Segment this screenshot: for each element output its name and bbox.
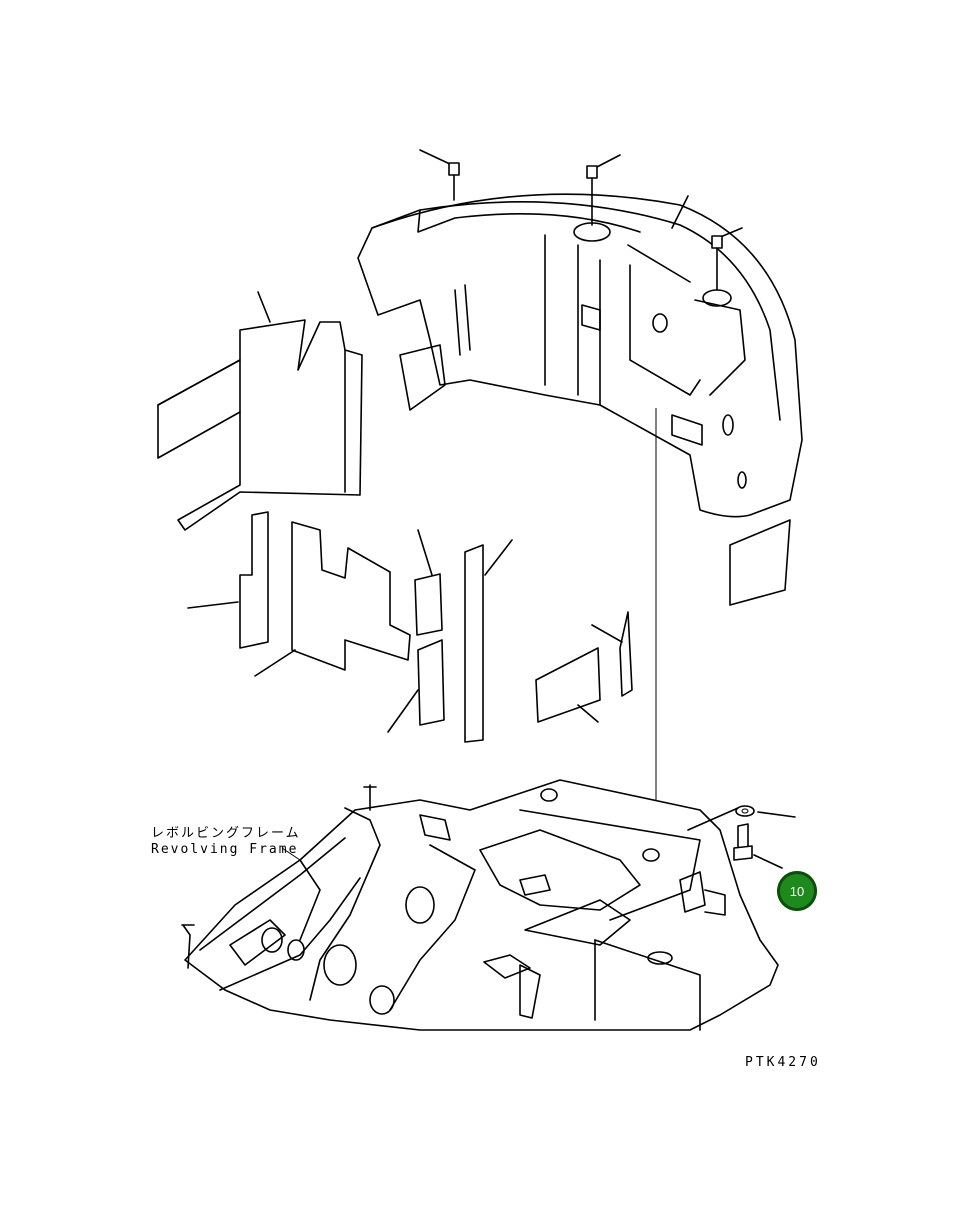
drawing-number: PTK4270 [745,1055,821,1070]
counterweight-bolts [419,149,743,291]
callout-number: 10 [789,883,805,899]
insulation-panel-large [157,291,363,531]
callout-10-button[interactable]: 10 [777,871,817,911]
counterweight [357,193,803,606]
insulation-pieces [187,511,633,743]
frame-label-english: Revolving Frame [151,842,299,857]
frame-label-japanese: レボルビングフレーム [151,826,301,841]
revolving-frame [181,779,779,1031]
frame-label-leader [281,847,301,861]
mounting-hardware [687,805,796,869]
